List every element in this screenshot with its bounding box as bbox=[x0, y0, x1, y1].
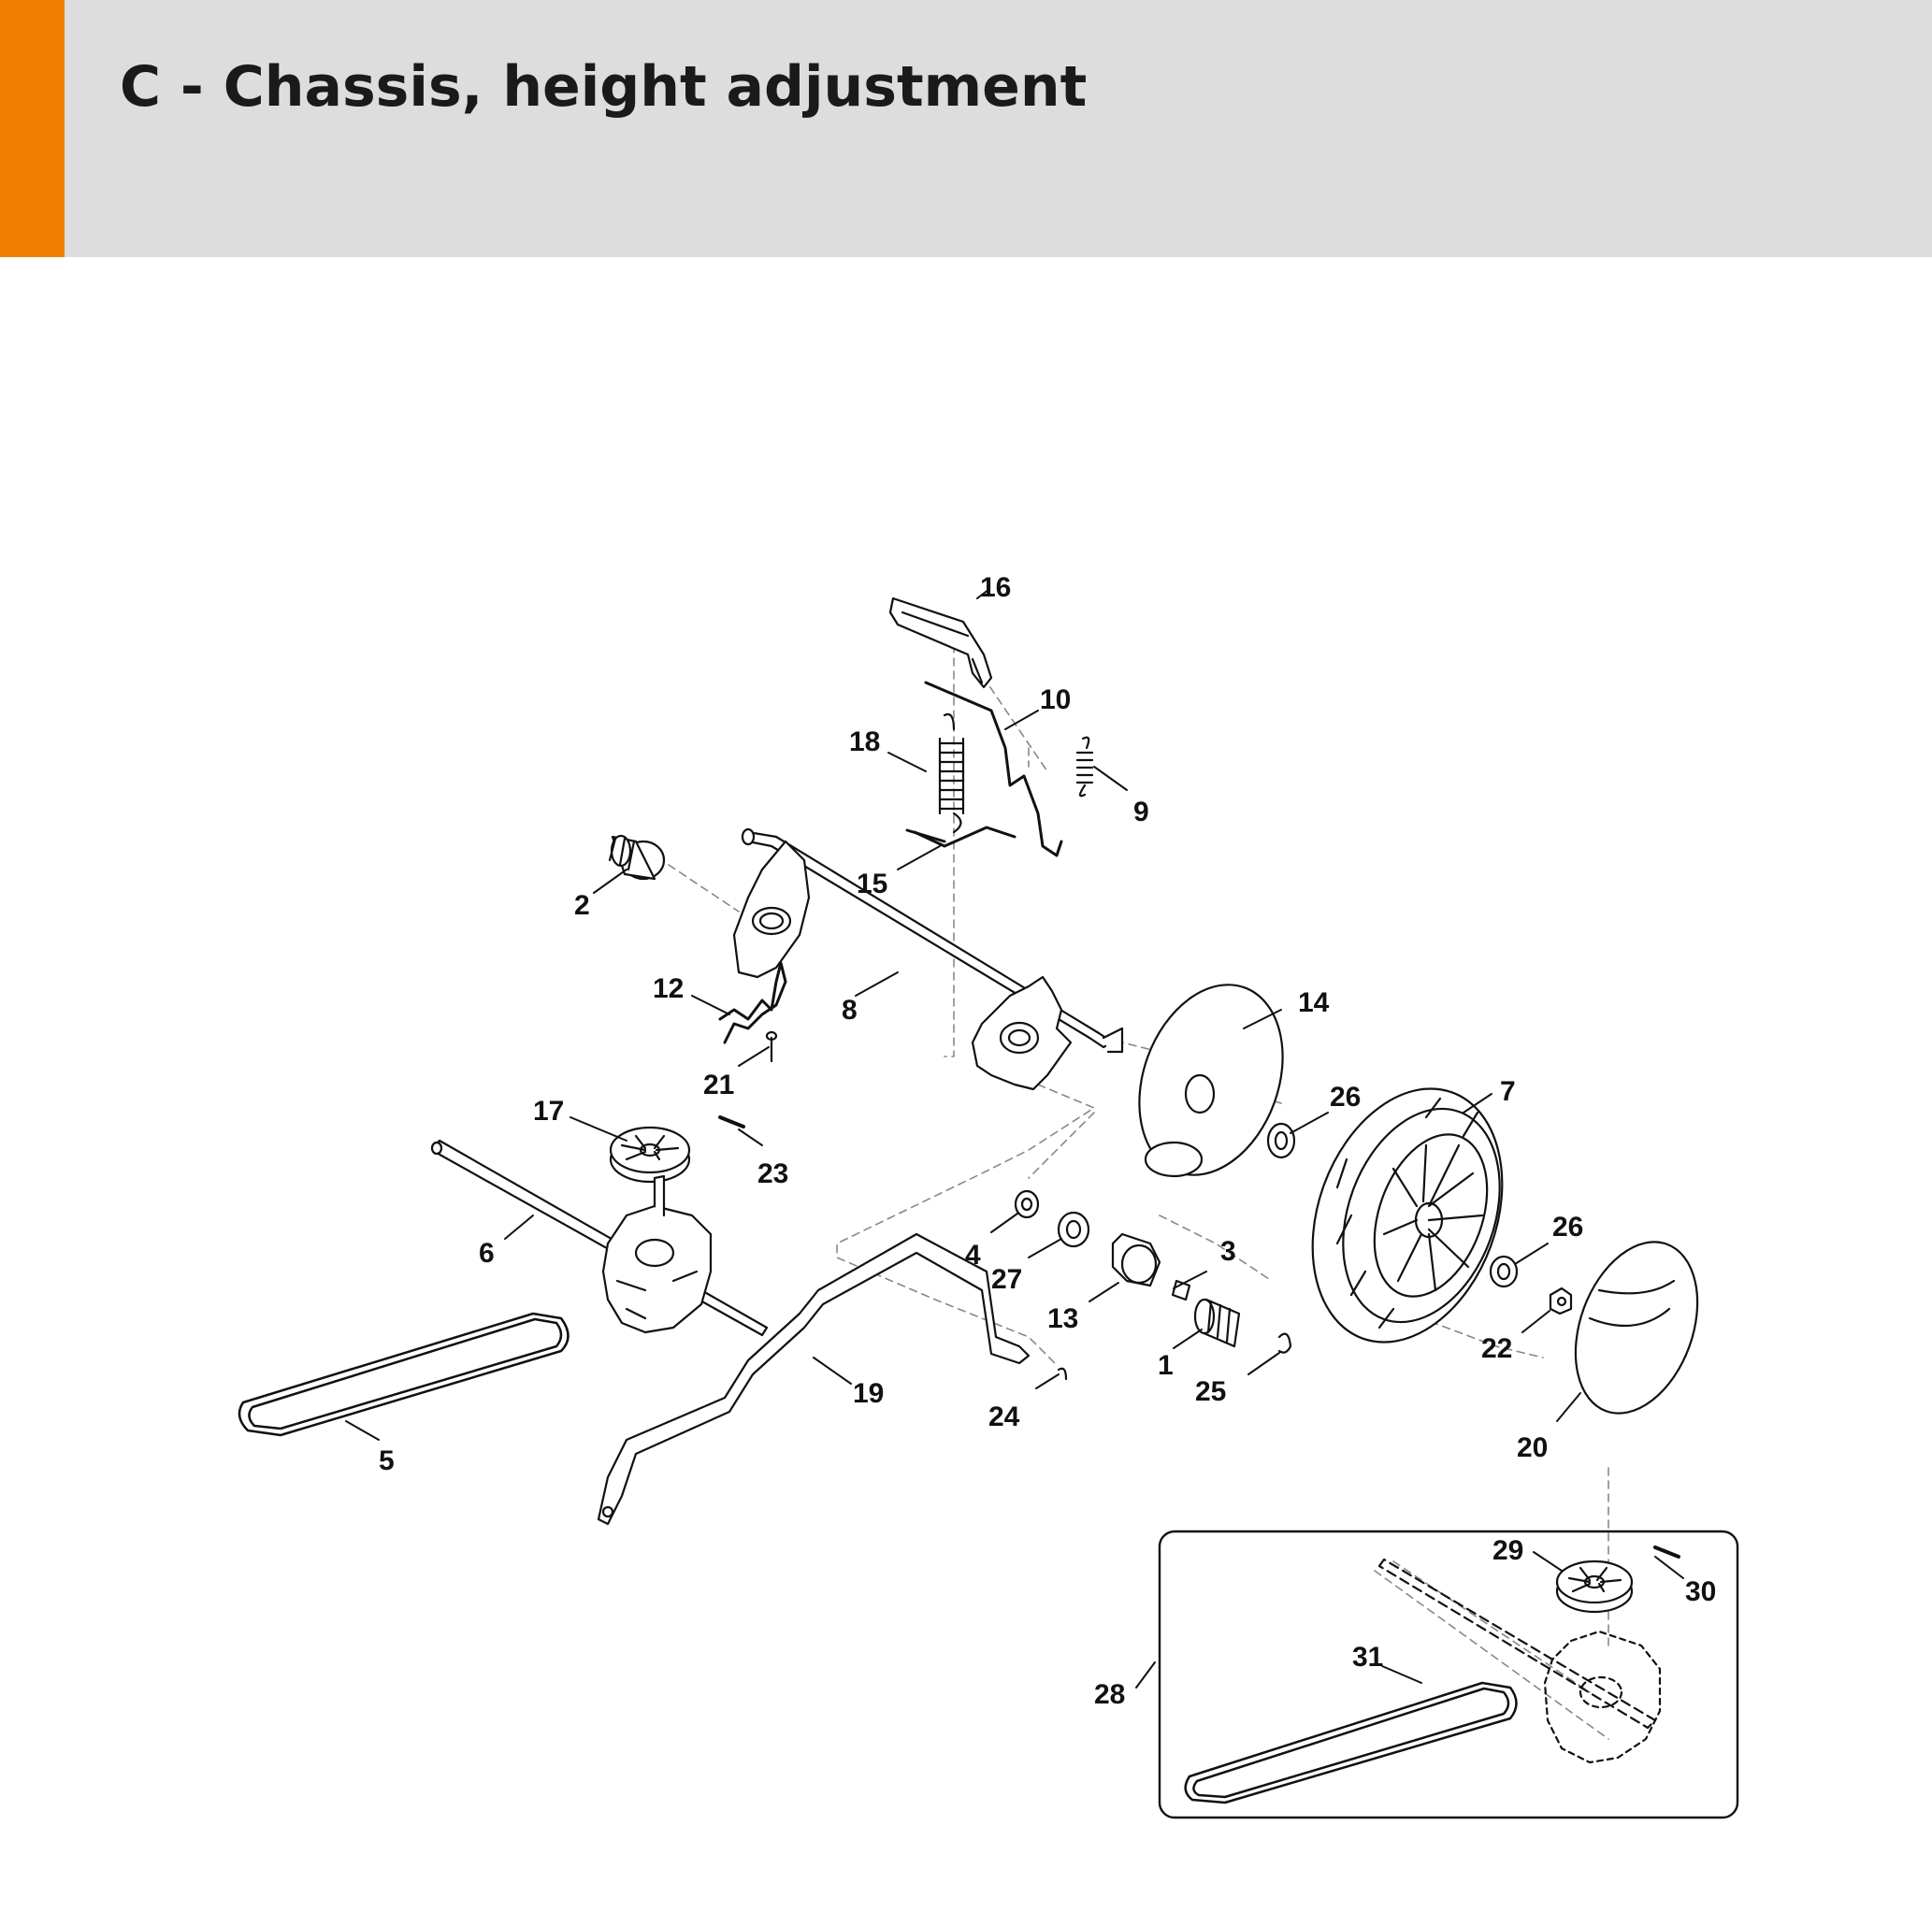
callout-26: 26 bbox=[1330, 1082, 1361, 1113]
callout-1: 1 bbox=[1158, 1350, 1174, 1381]
callout-27: 27 bbox=[991, 1264, 1022, 1295]
callout-19: 19 bbox=[853, 1378, 884, 1409]
callout-2: 2 bbox=[574, 890, 590, 921]
part-22-nut bbox=[1549, 1286, 1573, 1315]
part-13-ratchet bbox=[1111, 1232, 1161, 1287]
leader-lines bbox=[345, 588, 1684, 1689]
callout-31: 31 bbox=[1352, 1642, 1383, 1673]
callout-24: 24 bbox=[988, 1401, 1020, 1432]
part-20-hub-cap bbox=[1574, 1241, 1699, 1415]
part-19-height-lever bbox=[597, 1232, 1031, 1526]
part-12-wire-spring bbox=[718, 961, 787, 1044]
part-31-belt bbox=[1184, 1681, 1518, 1804]
callout-21: 21 bbox=[703, 1070, 734, 1100]
part-24-clip bbox=[1057, 1367, 1068, 1381]
header-accent-bar bbox=[0, 0, 65, 257]
part-15-wire bbox=[913, 826, 1016, 848]
callout-12: 12 bbox=[653, 973, 684, 1004]
part-25-circlip bbox=[1277, 1332, 1292, 1354]
callout-17: 17 bbox=[533, 1096, 564, 1127]
part-4-washer bbox=[1014, 1189, 1040, 1219]
callout-labels: 16 10 18 9 15 2 12 8 21 14 26 7 17 23 6 … bbox=[379, 572, 1716, 1710]
part-10-wire-rod bbox=[924, 681, 1063, 857]
callout-8: 8 bbox=[842, 995, 858, 1026]
callout-26b: 26 bbox=[1552, 1212, 1583, 1243]
part-26-bearing bbox=[1266, 1122, 1296, 1159]
callout-6: 6 bbox=[479, 1238, 495, 1269]
callout-3: 3 bbox=[1220, 1236, 1236, 1267]
callout-4: 4 bbox=[965, 1240, 981, 1271]
part-17-pulley bbox=[609, 1126, 691, 1184]
part-7-wheel bbox=[1311, 1087, 1504, 1344]
part-3-key bbox=[1171, 1279, 1191, 1301]
callout-22: 22 bbox=[1481, 1333, 1512, 1364]
part-18-spring bbox=[938, 712, 965, 834]
part-26-bearing-right bbox=[1489, 1255, 1519, 1288]
callout-15: 15 bbox=[857, 869, 887, 899]
callout-10: 10 bbox=[1040, 684, 1071, 715]
callout-14: 14 bbox=[1298, 987, 1330, 1018]
part-30-pin bbox=[1653, 1545, 1680, 1559]
callout-23: 23 bbox=[757, 1158, 788, 1189]
part-5-belt bbox=[238, 1312, 570, 1437]
callout-30: 30 bbox=[1685, 1576, 1716, 1607]
part-8-axle bbox=[732, 827, 1124, 1091]
part-2-gear bbox=[608, 834, 666, 881]
callout-13: 13 bbox=[1047, 1303, 1078, 1334]
callout-9: 9 bbox=[1133, 797, 1149, 827]
part-14-cover-disc bbox=[1138, 984, 1284, 1178]
part-16-lever bbox=[888, 596, 993, 689]
callout-28: 28 bbox=[1094, 1679, 1125, 1710]
part-6-gearbox bbox=[601, 1174, 713, 1334]
part-1-pinion bbox=[1193, 1298, 1241, 1348]
part-21-screw bbox=[765, 1030, 778, 1063]
page-header: C - Chassis, height adjustment bbox=[0, 0, 1932, 257]
callout-20: 20 bbox=[1517, 1432, 1548, 1463]
part-27-bearing bbox=[1057, 1211, 1090, 1248]
callout-5: 5 bbox=[379, 1445, 395, 1476]
inset-box-28 bbox=[1158, 1530, 1739, 1819]
callout-7: 7 bbox=[1500, 1076, 1516, 1107]
callout-29: 29 bbox=[1492, 1535, 1523, 1566]
part-29-pulley bbox=[1555, 1559, 1634, 1614]
inset-gearbox bbox=[1543, 1630, 1662, 1764]
callout-18: 18 bbox=[849, 726, 880, 757]
callout-25: 25 bbox=[1195, 1376, 1226, 1407]
callout-16: 16 bbox=[980, 572, 1011, 603]
part-23-pin bbox=[718, 1115, 745, 1128]
page-title: C - Chassis, height adjustment bbox=[120, 54, 1088, 120]
part-9-spring bbox=[1075, 736, 1094, 798]
